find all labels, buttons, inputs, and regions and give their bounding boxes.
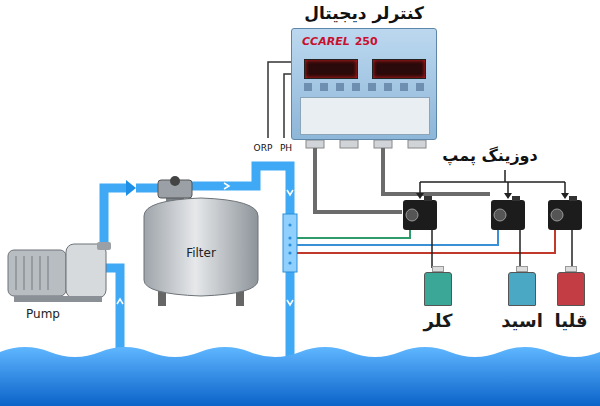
gland: [408, 140, 426, 148]
port-dot: [288, 236, 291, 239]
model-number: 250: [355, 35, 378, 48]
led-display: [372, 59, 426, 79]
label-slot: دوزینگ پمپ: [425, 146, 555, 166]
brand-name: CCAREL: [302, 35, 350, 48]
pool-water: [0, 347, 600, 406]
arrow-head: [504, 193, 512, 199]
suction-tube: [519, 230, 521, 268]
pump-node: Pump: [4, 238, 118, 330]
orp-lead: [268, 62, 291, 138]
arrow-head: [126, 180, 136, 196]
pipe-line: [104, 188, 127, 238]
chemical-bottle: [424, 272, 452, 306]
filter-illustration: [136, 176, 266, 308]
dosing-pump-body: [491, 200, 525, 230]
chemical-tank-node: قلیا: [546, 266, 596, 332]
signal-name: ORP: [254, 143, 273, 154]
control-wire: [315, 148, 402, 212]
chemical-bottle: [508, 272, 536, 306]
suction-tubes: [432, 230, 572, 268]
led-display: [304, 59, 358, 79]
filter-node: Filter: [136, 176, 266, 308]
dosing-pump-knob: [512, 196, 520, 201]
flow-arrow: [287, 300, 293, 305]
bracket-heads: [416, 193, 569, 199]
alkali-tube: [297, 230, 555, 253]
dosing-pumps: [403, 196, 582, 230]
valve-knob: [170, 176, 180, 186]
brand-row: CCAREL 250: [292, 29, 436, 48]
dosing-pump-body: [403, 200, 437, 230]
bottle-cap: [565, 266, 577, 272]
pump-illustration: [4, 238, 118, 330]
pump-base: [14, 296, 102, 302]
gland: [306, 140, 324, 148]
dosing-pump-knob: [569, 196, 577, 201]
injection-manifold: [283, 214, 297, 272]
pipe-stub: [136, 184, 158, 193]
chemical-label: اسید: [501, 310, 543, 332]
water-pipes: [100, 166, 290, 370]
flow-arrow: [117, 299, 123, 304]
controller-node: کنترلر دیجیتال CCAREL 250: [288, 0, 440, 150]
pump-head: [66, 244, 106, 298]
chemical-tank-node: اسید: [497, 266, 547, 332]
dosing-pump-body: [548, 200, 582, 230]
filter-label: Filter: [186, 246, 216, 261]
bottle-cap: [516, 266, 528, 272]
gland: [374, 140, 392, 148]
cable-glands: [306, 140, 426, 148]
chemical-tank-node: کلر: [413, 266, 463, 332]
suction-tube: [571, 230, 573, 268]
chemical-label: قلیا: [554, 310, 587, 332]
port-dot: [288, 261, 291, 264]
pump-label: Pump: [26, 307, 60, 322]
dosing-pump-head: [551, 209, 563, 221]
label-slot: ORP: [249, 143, 277, 154]
pipe-flow-arrows: [117, 183, 293, 305]
sensor-leads: [268, 62, 291, 138]
tank-body: [144, 198, 258, 296]
manifold-ports: [288, 223, 291, 264]
dosing-tubes: [297, 230, 555, 253]
motor-fins: [16, 256, 48, 290]
label-slot: PH: [277, 143, 295, 154]
suction-tube: [431, 230, 433, 268]
arrow-head: [561, 193, 569, 199]
controller-title: کنترلر دیجیتال: [304, 2, 424, 24]
chlorine-tube: [297, 230, 410, 238]
bottle-cap: [432, 266, 444, 272]
signal-name: PH: [280, 143, 292, 154]
dosing-pump-head: [494, 209, 506, 221]
motor-body: [8, 250, 66, 296]
dosing-pump-knob: [424, 196, 432, 201]
port-dot: [288, 251, 291, 254]
group-label: دوزینگ پمپ: [442, 146, 538, 166]
pipe-connector: [104, 180, 136, 238]
port-dot: [288, 243, 291, 246]
info-panel: [300, 97, 430, 135]
ph-lead: [284, 74, 291, 138]
pump-outlet: [97, 242, 111, 250]
chemical-label: کلر: [423, 310, 452, 332]
dosing-pump-head: [406, 209, 418, 221]
dosing-bracket: [420, 170, 565, 194]
flow-arrow: [287, 190, 293, 195]
flow-arrow: [224, 183, 229, 189]
arrow-head: [416, 193, 424, 199]
port-dot: [288, 223, 291, 226]
button-row: [304, 83, 424, 91]
chemical-bottle: [557, 272, 585, 306]
bracket-line: [420, 170, 565, 194]
gland: [340, 140, 358, 148]
controller-housing: CCAREL 250: [291, 28, 437, 140]
acid-tube: [297, 230, 498, 245]
